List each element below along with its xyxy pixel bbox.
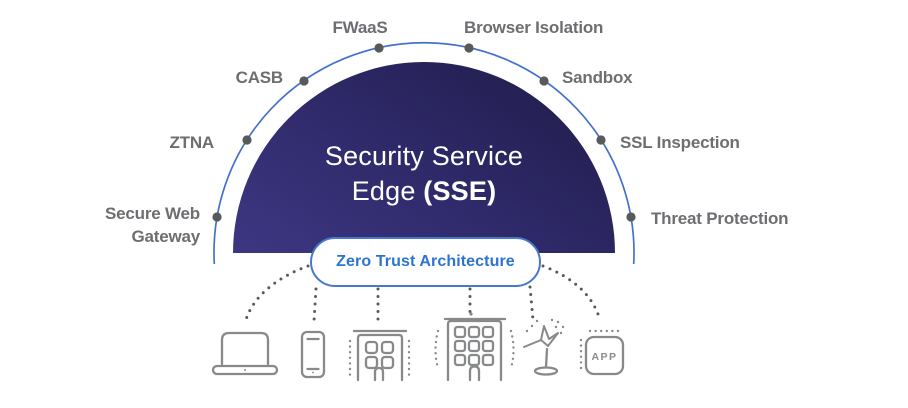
- sse-dome: [233, 62, 615, 253]
- smartphone-icon: [300, 330, 326, 379]
- outer-arc: [213, 42, 635, 265]
- dot-threat-protection: [626, 212, 636, 222]
- connector-smartphone: [312, 287, 318, 323]
- connector-laptop: [243, 264, 310, 325]
- arc-label-secure-web-gateway: Secure Web Gateway: [104, 204, 200, 246]
- arc-label-ssl-inspection: SSL Inspection: [620, 133, 740, 152]
- connector-app: [541, 264, 602, 322]
- arc-label-ztna: ZTNA: [169, 133, 214, 152]
- arc-label-threat-protection: Threat Protection: [651, 209, 789, 228]
- dot-ztna: [242, 135, 252, 145]
- dot-casb: [299, 76, 309, 86]
- dome-title-sse: (SSE): [423, 176, 497, 206]
- dot-browser-isolation: [464, 43, 474, 53]
- dotted-connectors: [243, 264, 602, 325]
- arc-label-browser-isolation: Browser Isolation: [464, 18, 604, 37]
- zero-trust-pill: Zero Trust Architecture: [310, 237, 541, 287]
- arc-label-fwaas: FWaaS: [332, 18, 388, 37]
- large-building-icon: [434, 312, 515, 382]
- zero-trust-pill-label: Zero Trust Architecture: [336, 253, 515, 270]
- dot-sandbox: [539, 76, 549, 86]
- satellite-antenna-icon: [523, 318, 565, 376]
- dot-secure-web-gateway: [212, 212, 222, 222]
- dome-title-line1: Security Service: [324, 141, 524, 171]
- large-building-left-dots: [434, 329, 440, 370]
- laptop-icon: [211, 331, 279, 376]
- dot-ssl-inspection: [596, 135, 606, 145]
- arc-label-sandbox: Sandbox: [562, 68, 633, 87]
- connector-satellite: [528, 285, 535, 322]
- dome-title: Security Service Edge (SSE): [294, 139, 554, 209]
- arc-node-dots: [212, 43, 636, 222]
- app-box-label: APP: [591, 351, 617, 363]
- arc-label-casb: CASB: [235, 68, 284, 87]
- dot-fwaas: [374, 43, 384, 53]
- dome-title-line2: Edge: [351, 176, 424, 206]
- large-building-right-dots: [509, 329, 515, 370]
- small-building-icon: [348, 329, 411, 382]
- app-box-icon: APP: [579, 329, 625, 376]
- satellite-signal-dots: [525, 318, 565, 335]
